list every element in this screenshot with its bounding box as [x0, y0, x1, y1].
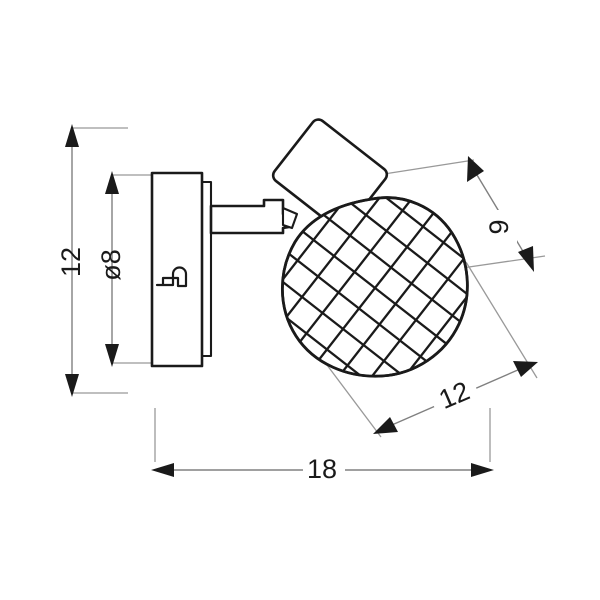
dim-label-diameter-plate: ø8	[96, 249, 126, 281]
dimension-height-overall: 12	[56, 124, 128, 397]
arrow-down-d8	[105, 344, 119, 367]
dim-label-shade-depth: 9	[484, 219, 514, 234]
ext-line-a-12b	[465, 261, 538, 379]
dimension-shade-depth: 9	[383, 156, 546, 272]
label-knockout-12b	[427, 373, 483, 422]
arrow-a-9	[467, 156, 484, 182]
wall-mounting-plate-group	[150, 171, 213, 368]
arrow-up-d8	[105, 171, 119, 194]
dim-label-projection-overall: 18	[307, 454, 337, 484]
ext-line-a-9	[383, 159, 475, 175]
arrow-left-18	[151, 463, 174, 477]
arrow-a-12b	[513, 361, 538, 377]
horizontal-support-arm	[209, 198, 291, 235]
support-arm-group	[209, 198, 299, 235]
arrow-b-9	[518, 246, 534, 272]
label-knockout-18	[303, 455, 345, 486]
arrow-right-18	[471, 463, 494, 477]
arrow-b-12b	[373, 417, 398, 434]
ext-line-b-12b	[326, 364, 382, 438]
dimension-projection-overall: 18	[151, 408, 494, 486]
label-knockout-9	[487, 210, 517, 244]
dimension-diameter-plate: ø8	[96, 171, 168, 367]
arrow-up-12	[65, 124, 79, 147]
keyhole-mount-slot	[155, 266, 188, 288]
arrow-down-12	[65, 374, 79, 397]
shade-outline-overlay	[281, 196, 469, 378]
dim-label-height-overall: 12	[56, 247, 86, 277]
arm-pivot-connector	[281, 206, 299, 230]
